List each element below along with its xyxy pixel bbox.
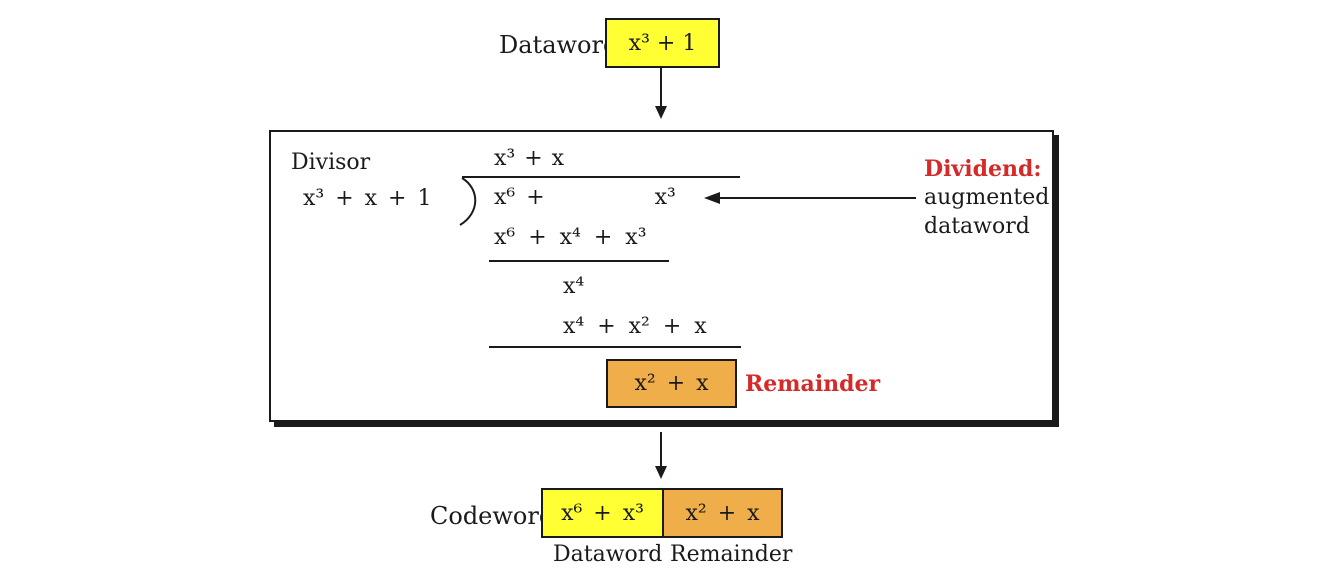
partial-row: x⁴ [563,274,585,299]
divisor-value: x³ + x + 1 [303,186,432,211]
codeword-dataword-value: x⁶ + x³ [561,500,644,526]
codeword-remainder-part: x² + x [662,488,783,538]
dataword-value: x³ + 1 [628,30,697,56]
codeword-remainder-value: x² + x [685,500,760,526]
dividend-arrow-head [704,192,720,204]
codeword-dataword-part: x⁶ + x³ [541,488,664,538]
arrow-top-head [655,106,667,119]
arrow-bottom-head [655,466,667,479]
arrow-bottom-shaft [660,432,662,468]
division-bracket [459,177,477,226]
divisor-label: Divisor [291,150,371,175]
codeword-dataword-caption: Dataword [553,542,663,567]
remainder-box: x² + x [606,359,737,408]
arrow-top-shaft [660,68,662,108]
codeword-remainder-caption: Remainder [670,542,793,567]
dividend-arrow-shaft [718,197,916,199]
dataword-box: x³ + 1 [605,18,720,68]
dataword-label: Dataword [499,31,619,59]
subtract-row-1: x⁶ + x⁴ + x³ [494,225,647,250]
dividend-desc-line-1: augmented [924,185,1050,210]
division-bar [462,176,740,178]
dividend-row: x⁶ + x³ [494,185,676,210]
subtract-line-1 [489,260,669,262]
quotient: x³ + x [494,146,565,171]
remainder-label: Remainder [745,371,881,397]
codeword-label: Codeword [430,502,555,530]
division-bracket-curve [459,177,477,226]
remainder-value: x² + x [634,371,709,396]
dividend-label: Dividend: [924,156,1042,182]
dividend-desc-line-2: dataword [924,214,1030,239]
subtract-row-2: x⁴ + x² + x [563,314,707,339]
subtract-line-2 [489,346,741,348]
